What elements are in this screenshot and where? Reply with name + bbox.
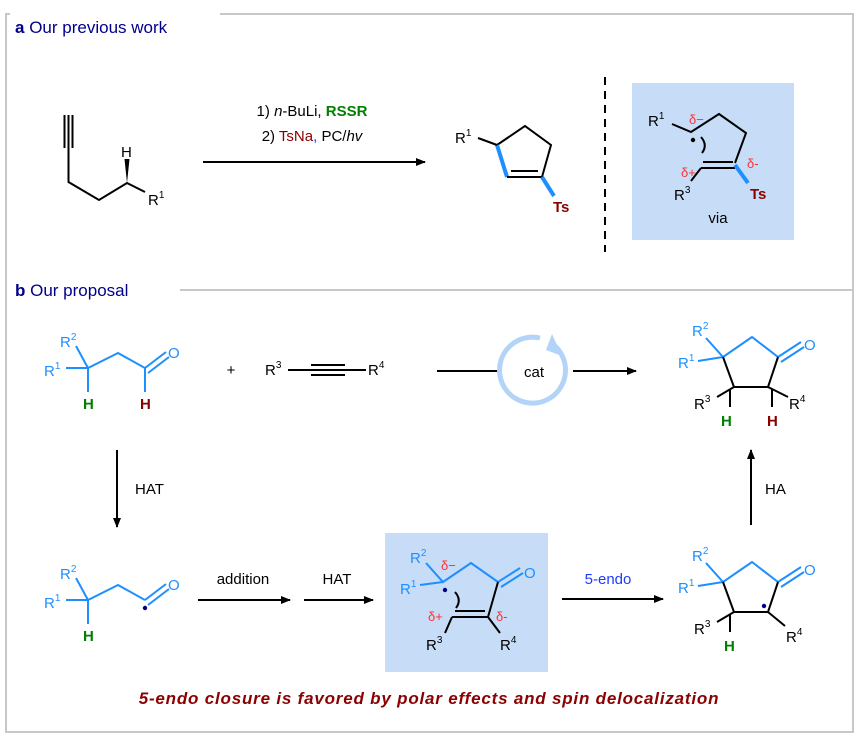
svg-text:δ-: δ- [747,156,759,171]
figure-frame [5,13,854,733]
cyclized-radical: R2 R1 O R3 R4 H [678,546,816,655]
svg-text:R1: R1 [148,190,165,209]
panel-a-title: a Our previous work [15,18,168,37]
svg-text:R1: R1 [400,579,417,598]
svg-text:H: H [140,396,151,413]
svg-text:Ts: Ts [750,186,766,203]
svg-text:Ts: Ts [553,199,569,216]
svg-text:δ+: δ+ [428,609,443,624]
intermediate-b: R2 R1 O δ− δ+ δ- R3 R4 [385,533,548,672]
svg-text:O: O [168,345,180,362]
hat-label: HAT [135,481,164,498]
aldehyde-substrate: R2 R1 O H H [44,332,180,413]
svg-text:δ−: δ− [689,112,704,127]
svg-text:R4: R4 [368,360,385,379]
svg-text:R1: R1 [648,111,665,130]
svg-text:H: H [83,628,94,645]
svg-text:O: O [804,562,816,579]
ha-label: HA [765,481,786,498]
catalyst-label: cat [524,364,545,381]
svg-text:R1: R1 [455,128,472,147]
svg-text:δ+: δ+ [681,165,696,180]
cyclopentanone-product: R2 R1 O R3 R4 H H [678,321,816,430]
endo-label: 5-endo [585,571,632,588]
plus-sign: + [227,362,236,379]
svg-text:R4: R4 [500,635,517,654]
acyl-radical: R2 R1 O H [44,564,180,645]
svg-text:O: O [804,337,816,354]
svg-text:H: H [767,413,778,430]
cyclopentene-product: R1 Ts [455,124,569,216]
svg-text:O: O [168,577,180,594]
svg-text:R3: R3 [694,394,711,413]
svg-text:R2: R2 [692,321,709,340]
hat-label-2: HAT [323,571,352,588]
addition-label: addition [217,571,270,588]
alkyne-reagent: R3 R4 [265,360,385,379]
svg-text:δ-: δ- [496,609,508,624]
svg-text:R3: R3 [265,360,282,379]
svg-text:R2: R2 [60,332,77,351]
svg-text:R1: R1 [44,593,61,612]
svg-text:R3: R3 [694,619,711,638]
svg-text:H: H [121,144,132,161]
alkyne-substrate: H R1 [63,115,165,209]
reagent-step-1: 1) n-BuLi, RSSR [257,103,368,120]
catalytic-cycle-icon [497,334,568,406]
via-label: via [708,210,728,227]
panel-b-title: b Our proposal [15,281,128,300]
svg-text:R2: R2 [60,564,77,583]
reagent-step-2: 2) TsNa, PC/hv [262,128,364,145]
svg-text:R1: R1 [678,578,695,597]
intermediate-a: R1 δ− δ+ δ- R3 Ts via [632,83,794,240]
svg-text:R2: R2 [692,546,709,565]
svg-text:O: O [524,565,536,582]
svg-text:R1: R1 [678,353,695,372]
svg-text:R4: R4 [786,627,803,646]
svg-text:R3: R3 [674,185,691,204]
svg-text:H: H [724,638,735,655]
svg-text:H: H [83,396,94,413]
svg-text:R1: R1 [44,361,61,380]
svg-text:R3: R3 [426,635,443,654]
svg-text:R2: R2 [410,548,427,567]
svg-text:δ−: δ− [441,558,456,573]
svg-text:H: H [721,413,732,430]
caption: 5-endo closure is favored by polar effec… [139,689,720,708]
svg-text:R4: R4 [789,394,806,413]
